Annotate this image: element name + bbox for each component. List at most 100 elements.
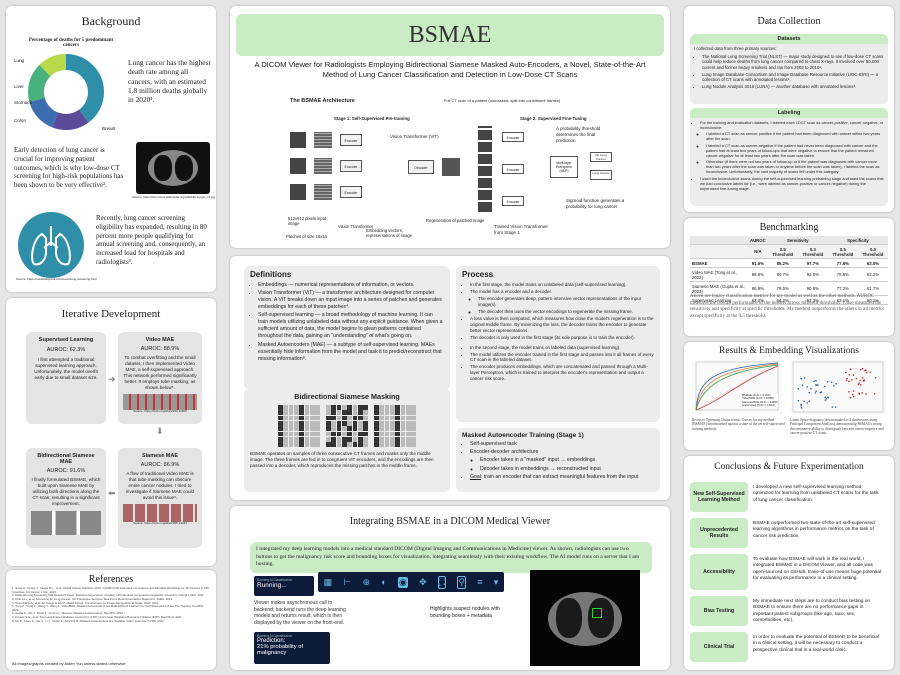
grid-icon[interactable]: ▦ [323,576,333,587]
results-title: Results & Embedding Visualizations [719,346,859,356]
table-cell: 91.6% [747,258,768,268]
ann-embed: Embedding vectors; representations of im… [366,228,413,239]
goal-text: : train an encoder that can extract mean… [480,473,639,480]
latent-point [860,368,862,371]
mae-subitem: Decoder takes in embeddings → reconstruc… [480,466,654,473]
roc-legend: BSMAE (AUC = 0.916) VideoMAE (AUC = 0.88… [742,393,778,408]
table-cell: 77.6% [827,258,858,268]
latent-point [858,382,860,384]
latent-point [869,371,872,373]
siamese-diagram [123,503,197,522]
encoder-box: Encoder [502,132,524,142]
ann-highlight: Highlights suspect nodules with bounding… [430,606,500,619]
latent-point [824,399,827,401]
definition-item: Masked Autoencoders (MAE) — a subtype of… [258,342,444,363]
latent-space-plot [790,360,886,414]
process-title: Process [462,270,494,279]
references-title: References [88,574,134,585]
table-cell: 92.0% [797,267,828,282]
card-supervised: Supervised Learning AUROC: 62.3% I first… [26,332,106,424]
header-cell: 0.3 Threshold [857,244,888,259]
definition-item: Vision Transformer (ViT) — a transformer… [258,290,444,311]
legend-item: Supervised (AUC = 0.623) [742,403,775,408]
mae-item: Encoder-decoder architecture [470,449,654,456]
table-header-row: AUROC Sensitivity Specificity [690,236,888,245]
card-title: Supervised Learning [38,337,94,343]
latent-point [834,406,837,408]
chart-label-lung: Lung [14,58,25,63]
header-cell: Sensitivity [767,236,828,245]
ai-detect-icon[interactable]: ⚲ [457,575,467,589]
nodule-bounding-box [592,608,602,618]
move-icon[interactable]: ✥ [419,576,427,587]
card-title: Bidirectional Siamese MAE [37,453,95,465]
prediction-box: Running AI Classification Prediction: 21… [254,632,330,664]
reference-item: 3. Krist A.H., et al. Screening for Lung… [12,596,173,601]
zoom-icon[interactable]: ⊕ [362,576,371,587]
table-cell: 78.8% [827,267,858,282]
latent-point [814,392,817,394]
tube-masking-image [123,393,197,410]
conclusion-row: New Self-Supervised Learning Method I de… [690,482,888,512]
latent-point [808,391,810,394]
conclusion-label: Bias Testing [690,596,748,626]
background-text-2: Early detection of lung cancer is crucia… [14,146,124,189]
process-item: In the second stage, the model trains on… [470,345,654,351]
results-panel: Results & Embedding Visualizations BSMAE… [684,342,894,450]
bidir-diagram [31,510,101,535]
contrast-icon[interactable]: ◐ [381,577,387,587]
table-cell: 62.2% [857,267,888,282]
ann-sigmoid: Sigmoid function generates a probability… [566,198,625,209]
latent-point [808,400,811,403]
latent-point [803,377,806,379]
lungs-icon [18,212,84,278]
encoder-box: Encoder [502,164,524,174]
legend-item: BSMAE (AUC = 0.916) [742,393,771,397]
labeling-box: Labeling For the training and evaluation… [690,108,888,206]
prediction-value: 21% probability of malignancy [257,644,304,656]
conclusion-label: Unprecedented Results [690,518,748,548]
table-cell: 63.1% [827,295,858,305]
arrow-down-icon: ⬇ [156,426,164,436]
latent-point [797,387,800,390]
poster-subtitle: A DICOM Viewer for Radiologists Employin… [254,60,646,79]
conclusion-text: To evaluate how BSMAE will work in the r… [753,557,881,582]
table-row: Video MAE (Tong et al., 2022)88.9%80.7%9… [690,267,888,282]
conclusion-label: Clinical Trial [690,632,748,662]
iterative-title: Iterative Development [61,308,161,320]
legend-item: VideoMAE (AUC = 0.889) [742,396,774,401]
conclusion-text: I developed a new self-supervised learni… [753,485,879,503]
arrow-right-icon: ➜ [108,374,116,384]
process-item: In the first stage, the model trains on … [470,282,654,288]
latent-point [844,371,847,374]
latent-point [846,377,848,380]
latent-point [801,384,804,387]
more-icon[interactable]: ▾ [493,576,499,587]
conclusions-panel: Conclusions & Future Experimentation New… [684,456,894,670]
conclusion-row: Unprecedented Results BSMAE outperformed… [690,518,888,548]
header-cell: AUROC [747,236,768,245]
header-cell: 0.5 Threshold [767,244,798,259]
ai-box-icon[interactable]: ⛶ [437,575,447,589]
conclusion-text: My immediate next steps are to conduct b… [753,599,871,624]
table-cell: 60.1% [857,295,888,305]
latent-point [815,379,817,382]
prediction-label: Running AI Classification [257,634,293,638]
latent-point [855,377,858,380]
layers-icon[interactable]: ≡ [477,577,483,587]
ann-vit: Vision Transformer (ViT) [390,134,439,139]
definition-item: Embeddings — numerical representations o… [258,282,444,289]
latent-point [861,392,863,394]
table-cell: 88.9% [747,267,768,282]
ruler-icon[interactable]: ⊢ [343,576,352,587]
header-cell: Specificity [827,236,888,245]
latent-point [857,383,860,386]
process-item: A loss value is then computed, which mea… [470,316,654,334]
latent-point [833,385,835,387]
camera-icon[interactable]: ◉ [397,576,408,588]
process-item: The model utilizes the encoder trained i… [470,352,654,364]
viewer-toolbar: ▦ ⊢ ⊕ ◐ ◉ ✥ ⛶ ⚲ ≡ ▾ [318,572,504,592]
death-chart: Percentage of deaths for 5 predominant c… [14,38,118,138]
roc-caption: Receiver Operating Characteristic Curves… [692,418,785,431]
